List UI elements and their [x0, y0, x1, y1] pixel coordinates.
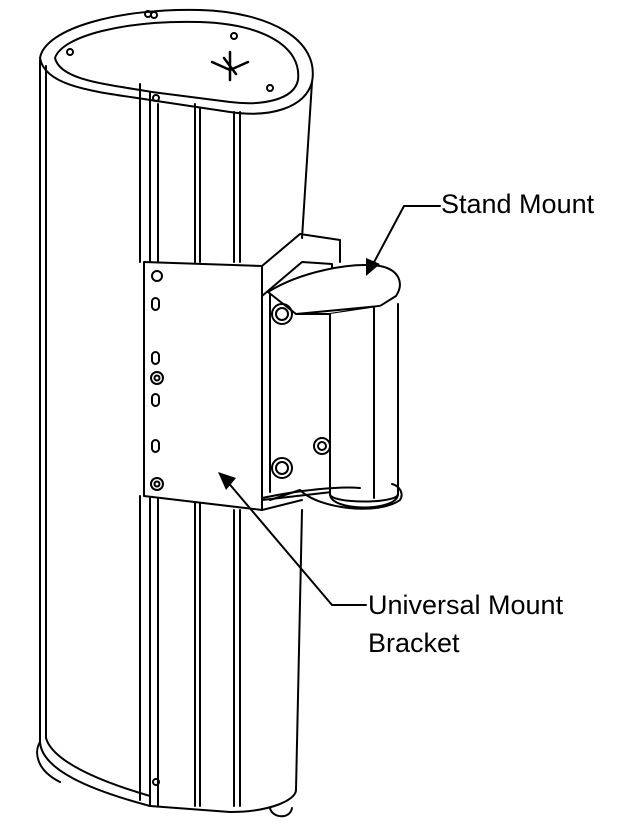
callout-leaders	[218, 205, 441, 606]
universal-mount-bracket-shape	[143, 233, 341, 511]
universal-mount-label-line2: Bracket	[368, 628, 460, 658]
universal-mount-label-line1: Universal Mount	[368, 590, 564, 620]
speaker-column	[36, 8, 314, 818]
stand-mount-label: Stand Mount	[441, 189, 595, 219]
stand-mount-shape	[261, 261, 403, 510]
universal-mount-bracket-label: Universal Mount Bracket	[368, 586, 563, 662]
